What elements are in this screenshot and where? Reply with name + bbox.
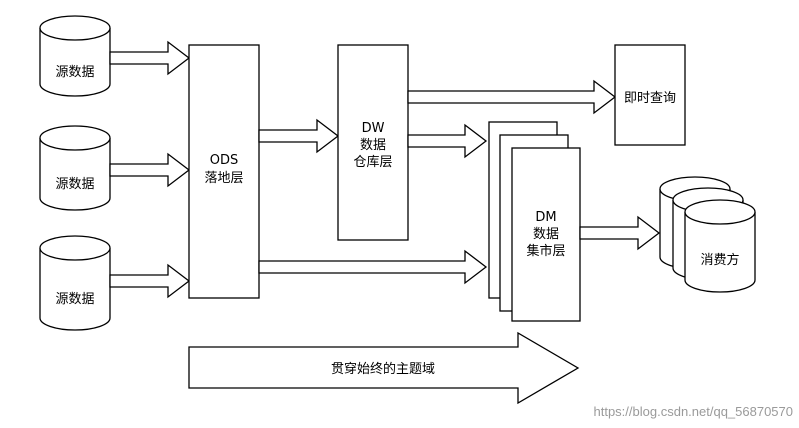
subject-domain-arrow	[188, 331, 580, 405]
realtime-query-label: 即时查询	[624, 91, 676, 106]
source-database-3	[39, 235, 111, 331]
arrow-ods-to-dm	[258, 249, 488, 285]
ods-title: ODS	[210, 153, 239, 168]
dw-subtitle-2: 仓库层	[353, 154, 392, 170]
consumer-label: 消费方	[700, 252, 739, 268]
dm-layer-stack	[488, 121, 581, 322]
dm-subtitle-1: 数据	[533, 227, 559, 242]
arrow-ods-to-dw	[258, 118, 340, 154]
arrow-source3-to-ods	[109, 263, 191, 299]
ods-subtitle: 落地层	[204, 171, 243, 186]
dm-title: DM	[535, 210, 556, 225]
dm-subtitle-2: 集市层	[526, 243, 565, 259]
arrow-source1-to-ods	[109, 40, 191, 76]
watermark-text: https://blog.csdn.net/qq_56870570	[594, 404, 794, 419]
source-database-2	[39, 125, 111, 211]
source-label-3: 源数据	[55, 292, 94, 307]
subject-domain-label: 贯穿始终的主题域	[331, 361, 435, 377]
dw-subtitle-1: 数据	[360, 138, 386, 153]
consumer-database-stack	[659, 176, 756, 293]
source-label-2: 源数据	[55, 177, 94, 192]
realtime-query-box	[614, 44, 686, 146]
source-label-1: 源数据	[55, 65, 94, 80]
arrow-dw-to-realtime-query	[407, 79, 617, 115]
source-database-1	[39, 15, 111, 97]
arrow-source2-to-ods	[109, 152, 191, 188]
arrow-dm-to-consumer	[579, 215, 661, 251]
arrow-dw-to-dm	[407, 123, 488, 159]
ods-layer-box	[188, 44, 260, 299]
dw-title: DW	[362, 121, 385, 136]
dw-layer-box	[337, 44, 409, 241]
